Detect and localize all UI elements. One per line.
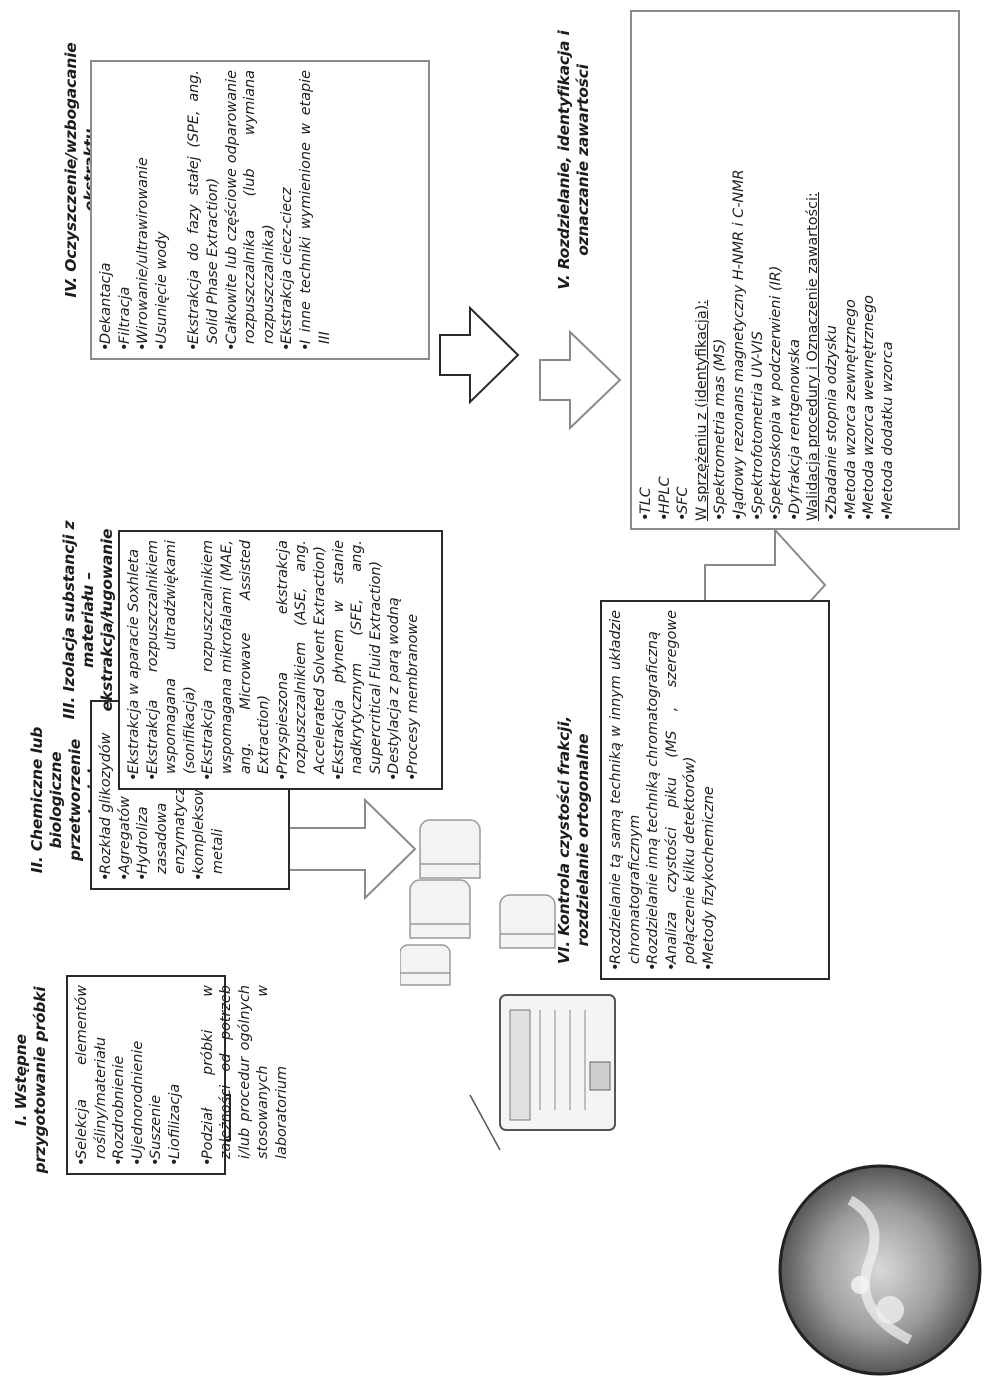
stage6-item: Rozdzielanie inną techniką chromatografi… xyxy=(644,610,663,971)
stage3-item: Procesy membranowe xyxy=(404,540,423,781)
stage3-item: Ekstrakcja w aparacie Soxhleta xyxy=(125,540,144,781)
stage3-list: Ekstrakcja w aparacie SoxhletaEkstrakcja… xyxy=(125,540,423,781)
stage4-item: Ekstrakcja ciecz-ciecz xyxy=(278,70,297,351)
stage5-item: SFC xyxy=(674,20,693,521)
stage5-item: Walidacja procedury i Oznaczenie zawarto… xyxy=(805,192,822,521)
stage4-box: DekantacjaFiltracjaWirowanie/ultrawirowa… xyxy=(90,60,430,360)
stage1-item: Rozdrobnienie xyxy=(110,985,129,1166)
stage3-item: Ekstrakcja rozpuszczalnikiem wspomagana … xyxy=(199,540,273,781)
stage4-item: Całkowite lub częściowe odparowanie rozp… xyxy=(223,70,279,351)
stage3-title: III. Izolacja substancji z materiału – e… xyxy=(60,520,116,720)
stage1-box: Selekcja elementów rośliny/materiałuRozd… xyxy=(66,975,290,1175)
stage1-item: Selekcja elementów rośliny/materiału xyxy=(73,985,110,1166)
arrow-device-pointer xyxy=(469,1094,501,1151)
stage4-item: I inne techniki wymienione w etapie III xyxy=(297,70,334,351)
stage5-item: Dyfrakcja rentgenowska xyxy=(786,20,805,521)
stage5-item: Zbadanie stopnia odzysku xyxy=(823,20,842,521)
stage4-item: Dekantacja xyxy=(97,70,116,351)
stage5-item: Spektroskopia w podczerwieni (IR) xyxy=(767,20,786,521)
stage1-list: Selekcja elementów rośliny/materiałuRozd… xyxy=(73,985,292,1166)
stage1-item: Liofilizacja xyxy=(166,985,185,1166)
stage6-list: Rozdzielanie tą samą techniką w innym uk… xyxy=(607,610,719,971)
stage5-item: W sprzężeniu z (identyfikacja): xyxy=(693,299,710,521)
stage6-box: Rozdzielanie tą samą techniką w innym uk… xyxy=(600,600,830,980)
stage5-item: Metoda wzorca zewnętrznego xyxy=(842,20,861,521)
stage6-item: Metody fizykochemiczne xyxy=(700,610,719,971)
sample-vials-icon xyxy=(400,819,556,986)
stage5-title: V. Rozdzielanie, identyfikacja i oznacza… xyxy=(555,30,592,290)
stage5-item: HPLC xyxy=(656,20,675,521)
stage1-title: I. Wstępne przygotowanie próbki xyxy=(12,986,49,1174)
stage4-item: Wirowanie/ultrawirowanie xyxy=(134,70,153,351)
stage4-list: DekantacjaFiltracjaWirowanie/ultrawirowa… xyxy=(97,70,334,351)
arrow-stage3-to-stage4 xyxy=(439,305,520,405)
stage5-item: Spektrometria mas (MS) xyxy=(711,20,730,521)
plant-sample-photo xyxy=(778,1164,982,1376)
stage5-item: TLC xyxy=(637,20,656,521)
stage4-item: Usunięcie wody xyxy=(153,70,172,351)
stage1-item: Podział próbki w zależności od potrzeb i… xyxy=(199,985,292,1166)
stage6-item: Rozdzielanie tą samą techniką w innym uk… xyxy=(607,610,644,971)
stage4-item: Filtracja xyxy=(116,70,135,351)
stage4-item: Ekstrakcja do fazy stałej (SPE, ang. Sol… xyxy=(185,70,222,351)
stage6-item: Analiza czystości piku (MS , szeregowe p… xyxy=(663,610,700,971)
stage3-box: Ekstrakcja w aparacie SoxhletaEkstrakcja… xyxy=(118,530,443,790)
stage5-item: Metoda dodatku wzorca xyxy=(879,20,898,521)
stage1-item: Ujednorodnienie xyxy=(129,985,148,1166)
stage5-list: TLCHPLCSFCW sprzężeniu z (identyfikacja)… xyxy=(637,20,897,521)
stage3-item: Ekstrakcja rozpuszczalnikiem wspomagana … xyxy=(144,540,200,781)
arrow-stage4-to-stage5 xyxy=(539,329,622,431)
stage5-item: Spektrofotometria UV-VIS xyxy=(749,20,768,521)
lab-device-icon xyxy=(499,994,616,1131)
stage3-item: Destylacja z parą wodną xyxy=(385,540,404,781)
stage3-item: Ekstrakcja płynem w stanie nadkrytycznym… xyxy=(330,540,386,781)
stage5-item: Metoda wzorca wewnętrznego xyxy=(860,20,879,521)
stage5-box: TLCHPLCSFCW sprzężeniu z (identyfikacja)… xyxy=(630,10,960,530)
stage1-item: Suszenie xyxy=(147,985,166,1166)
stage5-item: Jądrowy rezonans magnetyczny H-NMR i C-N… xyxy=(730,20,749,521)
stage3-item: Przyspieszona ekstrakcja rozpuszczalniki… xyxy=(274,540,330,781)
